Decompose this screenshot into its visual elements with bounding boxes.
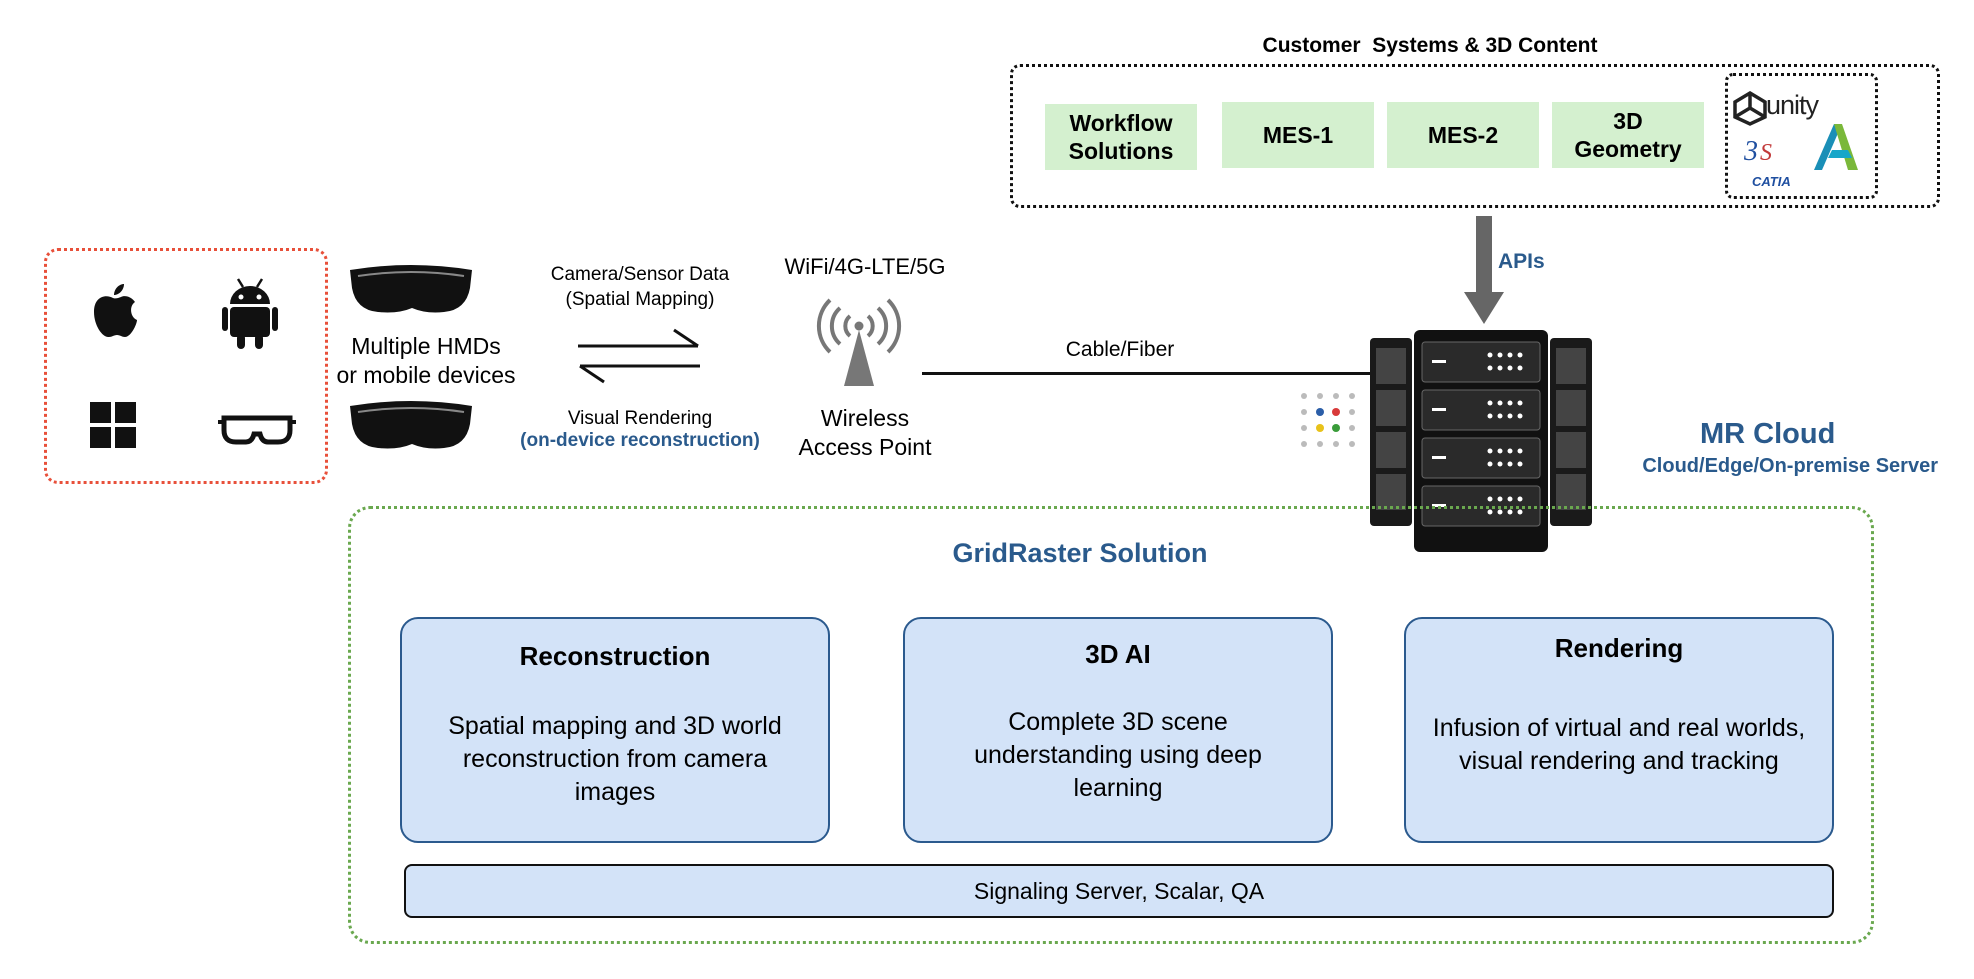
module-3d-ai: 3D AI Complete 3D scene understanding us… <box>903 617 1333 843</box>
unity-logo-icon <box>1733 90 1767 126</box>
tile-workflow-solutions: Workflow Solutions <box>1045 104 1197 170</box>
autodesk-logo-icon <box>1814 124 1858 170</box>
3ds-logo-icon: 3 S <box>1743 136 1772 167</box>
visual-rendering-label: Visual Rendering <box>567 408 713 429</box>
customer-title: Customer Systems & 3D Content <box>1262 34 1598 57</box>
apple-icon <box>94 284 137 338</box>
module-description: Infusion of virtual and real worlds, vis… <box>1432 714 1806 775</box>
gridraster-solution-box <box>348 506 1874 944</box>
tile-mes-2: MES-2 <box>1387 102 1539 168</box>
svg-text:S: S <box>1760 140 1772 166</box>
android-icon <box>222 278 278 349</box>
windows-icon <box>90 402 136 448</box>
module-title: Rendering <box>1554 633 1684 663</box>
catia-logo-text: CATIA <box>1752 174 1791 189</box>
hmd-headset-icon <box>350 401 472 449</box>
device-platforms-box <box>44 248 328 484</box>
bidirectional-arrow-icon <box>578 328 700 384</box>
cable-line <box>922 372 1372 375</box>
devices-label: Multiple HMDs or mobile devices <box>336 333 516 388</box>
svg-text:3: 3 <box>1743 136 1758 167</box>
camera-sensor-label: Camera/Sensor Data (Spatial Mapping) <box>550 264 730 310</box>
customer-systems-box <box>1010 64 1940 208</box>
server-rack-icon <box>1370 330 1592 552</box>
cable-fiber-label: Cable/Fiber <box>1065 338 1175 361</box>
vr-goggles-icon <box>218 415 296 445</box>
gridraster-title: GridRaster Solution <box>952 538 1208 568</box>
hmd-headset-icon <box>350 265 472 313</box>
gridraster-dots-icon <box>1301 393 1355 447</box>
module-title: 3D AI <box>1085 639 1151 669</box>
tile-3d-geometry: 3D Geometry <box>1552 102 1704 168</box>
on-device-reconstruction-label: (on-device reconstruction) <box>520 430 760 451</box>
module-description: Complete 3D scene understanding using de… <box>974 708 1262 802</box>
mr-cloud-subtitle: Cloud/Edge/On-premise Server <box>1642 455 1938 477</box>
module-title: Reconstruction <box>519 641 711 671</box>
content-logos-box <box>1725 73 1878 199</box>
module-reconstruction: Reconstruction Spatial mapping and 3D wo… <box>400 617 830 843</box>
apis-label: APIs <box>1498 250 1545 273</box>
module-description: Spatial mapping and 3D world reconstruct… <box>448 712 782 806</box>
mr-cloud-title: MR Cloud <box>1700 418 1836 450</box>
wireless-antenna-icon <box>816 298 902 386</box>
unity-logo-text: unity <box>1766 90 1819 120</box>
wireless-access-point-label: Wireless Access Point <box>798 405 932 460</box>
module-rendering: Rendering Infusion of virtual and real w… <box>1404 617 1834 843</box>
wifi-label: WiFi/4G-LTE/5G <box>784 254 946 279</box>
apis-arrow-icon <box>1464 216 1504 324</box>
tile-mes-1: MES-1 <box>1222 102 1374 168</box>
signaling-server-bar: Signaling Server, Scalar, QA <box>404 864 1834 918</box>
